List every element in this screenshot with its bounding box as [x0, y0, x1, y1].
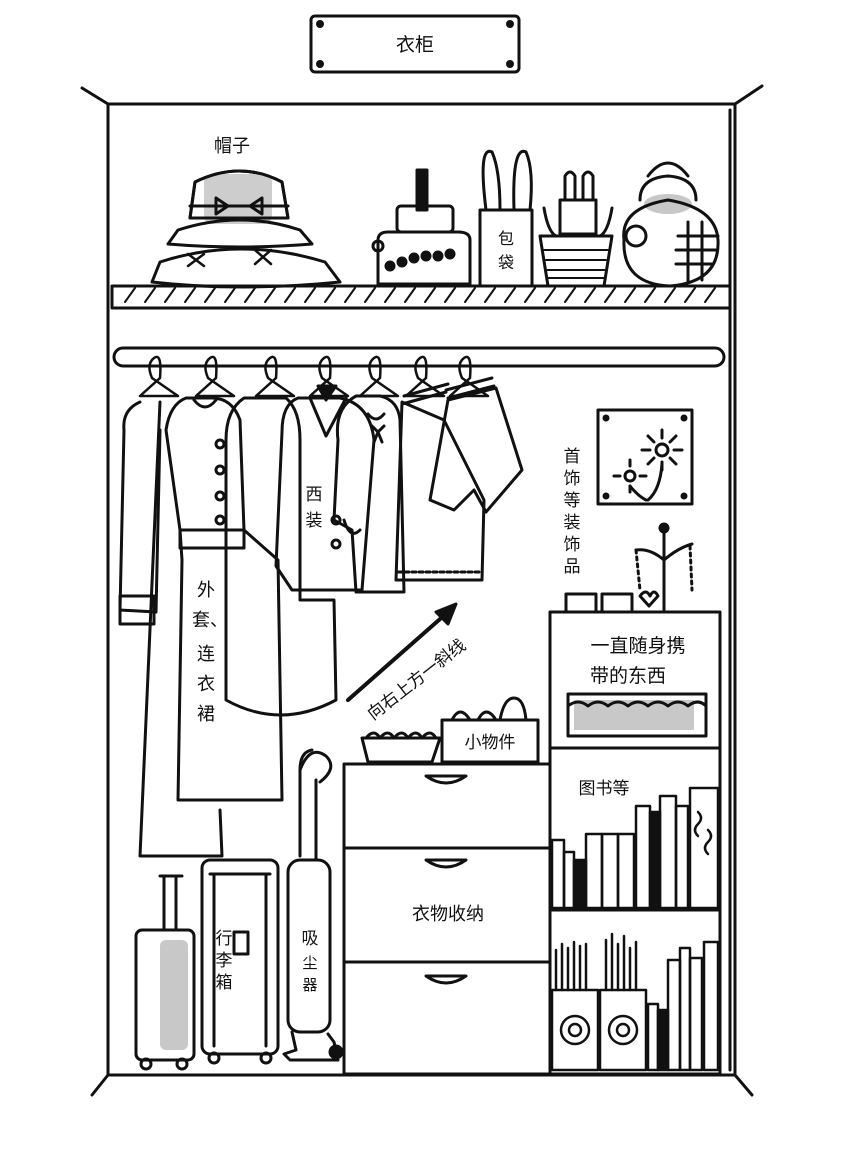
coat-label-4: 衣 — [197, 674, 215, 695]
shorts — [428, 376, 524, 514]
suit-label-1: 西 — [306, 485, 323, 505]
vacuum-cleaner-icon — [282, 748, 344, 1062]
handbag-icon — [371, 168, 472, 286]
title-sign — [309, 14, 521, 74]
small-boxes — [564, 592, 634, 614]
vacuum-label-3: 器 — [302, 976, 317, 994]
diagonal-arrow — [346, 602, 458, 702]
vacuum-label-2: 尘 — [302, 954, 317, 972]
suit-label-2: 装 — [306, 511, 323, 531]
jewelry-label-4: 装 — [564, 513, 581, 533]
suitcase-icon — [134, 874, 196, 1071]
hanger-icon — [138, 355, 490, 398]
hanging-rod — [112, 346, 726, 368]
flower-picture-icon — [596, 408, 694, 506]
small-items-baskets — [360, 696, 540, 764]
wardrobe-frame — [80, 84, 764, 1097]
coat-label-2: 套、 — [192, 610, 228, 631]
round-bag-icon — [622, 161, 720, 288]
top-shelf — [110, 284, 732, 310]
coat-label-1: 外 — [197, 580, 215, 601]
jacket — [224, 396, 338, 717]
coat-label-3: 连 — [197, 644, 215, 665]
carry-label-2: 带的东西 — [590, 665, 666, 687]
books-label: 图书等 — [579, 779, 630, 799]
jewelry-label-3: 等 — [564, 491, 581, 511]
luggage-label-1: 行 — [216, 929, 233, 949]
hat-label: 帽子 — [214, 136, 250, 157]
carry-label-1: 一直随身携 — [590, 635, 685, 657]
dress — [164, 396, 284, 802]
books-lower — [550, 932, 720, 1072]
jewelry-stand-icon — [634, 522, 694, 614]
bag-label-2: 袋 — [498, 253, 514, 272]
jewelry-label-6: 品 — [564, 557, 581, 577]
bag-label-1: 包 — [498, 229, 514, 248]
arrow-label: 向右上方一斜线 — [364, 636, 470, 725]
jewelry-label-5: 饰 — [564, 535, 581, 555]
suit — [274, 384, 376, 592]
small-items-label: 小物件 — [465, 733, 516, 753]
storage-label: 衣物收纳 — [412, 904, 484, 925]
jewelry-label-1: 首 — [564, 447, 581, 467]
long-coat — [118, 400, 224, 858]
large-suitcase-icon — [200, 858, 280, 1065]
books-upper — [550, 786, 720, 910]
luggage-label-2: 李 — [216, 951, 233, 971]
luggage-label-3: 箱 — [216, 973, 233, 993]
blouse — [332, 394, 406, 594]
jewelry-label-2: 饰 — [564, 469, 581, 489]
bucket-bag-icon — [538, 170, 614, 288]
coat-label-5: 裙 — [197, 704, 215, 725]
sun-hat-icon — [150, 169, 342, 289]
drawer-unit — [342, 762, 552, 1076]
skirt — [394, 382, 486, 582]
tote-bag-icon — [478, 149, 534, 288]
vacuum-label-1: 吸 — [302, 929, 319, 949]
title-label: 衣柜 — [396, 34, 434, 56]
